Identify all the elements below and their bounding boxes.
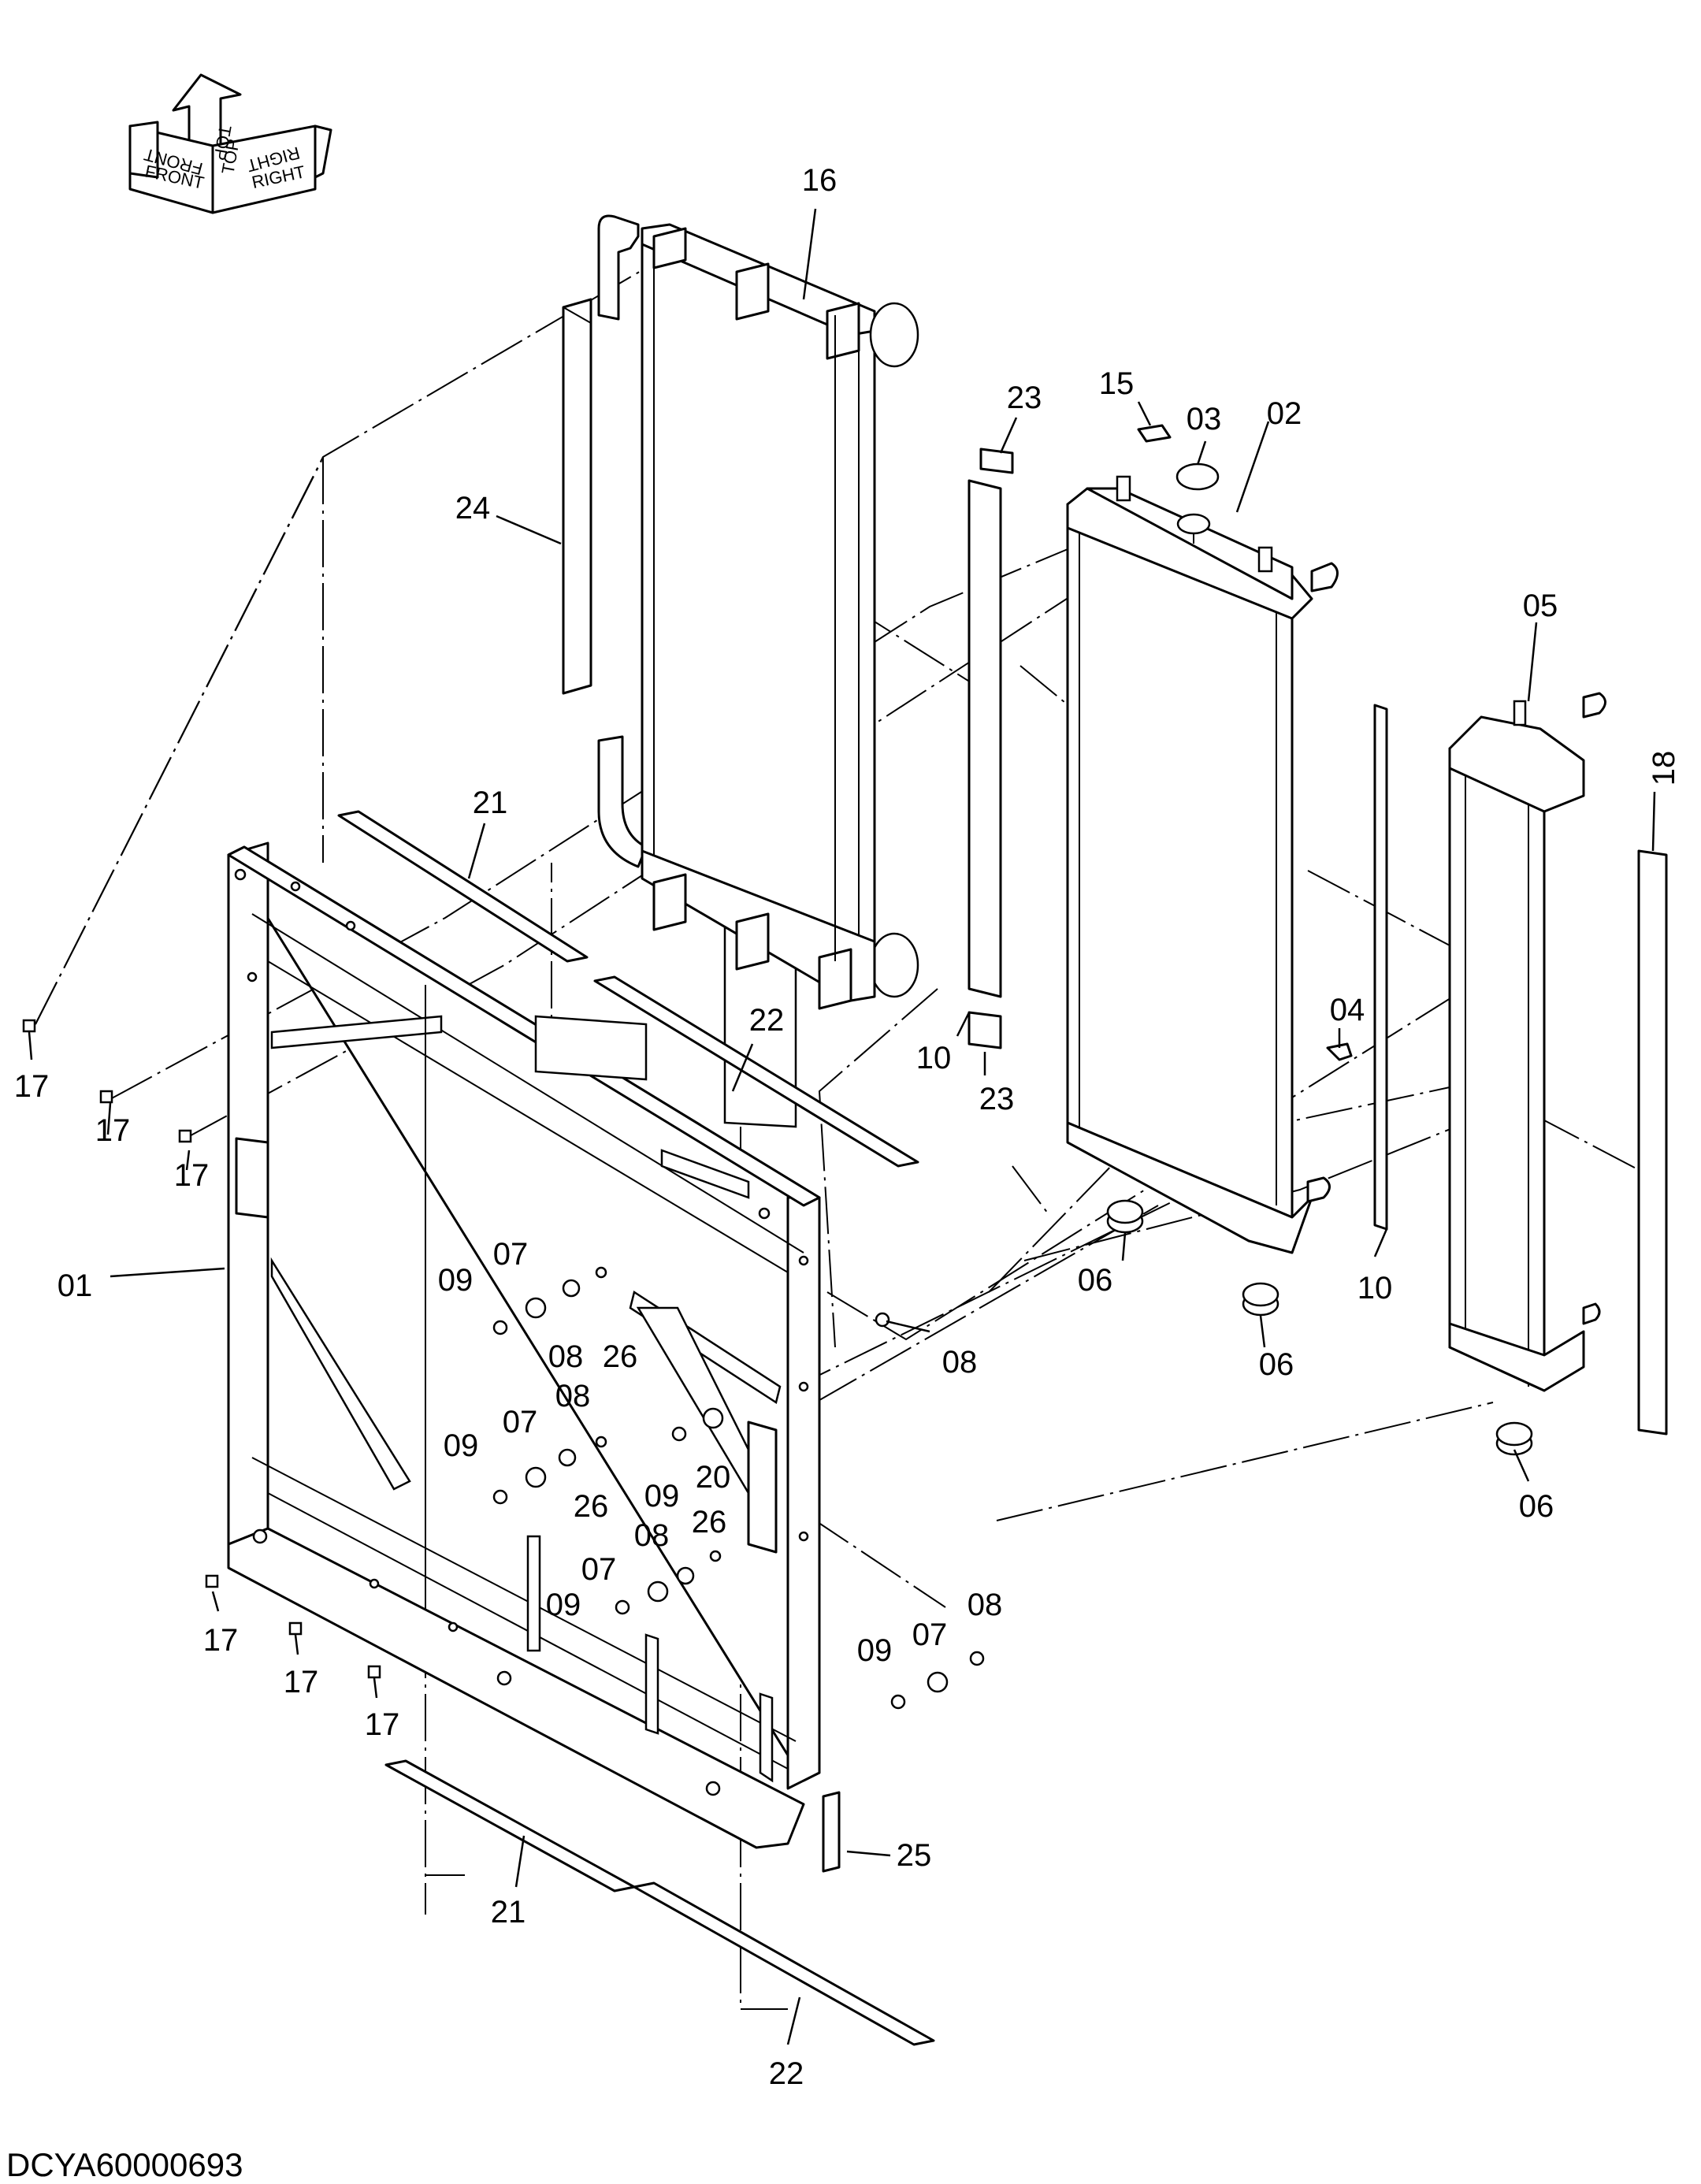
- hardware-bushings-bolts: [492, 1266, 985, 1710]
- label-06-a: 06: [1078, 1263, 1113, 1298]
- label-03: 03: [1187, 402, 1222, 436]
- label-09-d: 09: [546, 1588, 581, 1622]
- pad-23-bottom: [967, 1011, 1002, 1049]
- label-06-b: 06: [1259, 1347, 1294, 1382]
- oil-cooler-16: [597, 214, 919, 1010]
- seal-18: [1637, 849, 1668, 1436]
- label-23-bottom: 23: [979, 1082, 1015, 1116]
- label-04: 04: [1330, 993, 1365, 1027]
- label-20: 20: [696, 1460, 731, 1495]
- pad-23-top: [979, 448, 1014, 474]
- part-labels: 16 24 23 15 03 02 05 18 21 22 10 23 04 0…: [6, 163, 1681, 2183]
- seal-10-right: [1373, 704, 1388, 1231]
- label-01: 01: [58, 1268, 93, 1303]
- label-06-c: 06: [1519, 1489, 1554, 1524]
- label-18: 18: [1647, 751, 1681, 786]
- label-15-num: 15: [1099, 366, 1135, 401]
- bolts-17: [22, 1019, 381, 1679]
- label-10-right: 10: [1357, 1271, 1393, 1306]
- label-21-bottom: 21: [491, 1895, 526, 1930]
- leader-lines: [28, 208, 1656, 2045]
- label-21-top: 21: [473, 786, 508, 820]
- seal-22-bottom: [633, 1881, 935, 2046]
- seal-22-top: [593, 975, 919, 1168]
- label-07-d: 07: [912, 1618, 948, 1652]
- label-26-b: 26: [574, 1489, 609, 1524]
- label-08-a: 08: [548, 1339, 584, 1374]
- orientation-arrows-icon: FRONT TOP RIGHT FRONT TOP RIGHT: [128, 73, 332, 214]
- seal-25: [822, 1791, 841, 1873]
- frame-assembly: [227, 841, 821, 1849]
- label-08-e: 08: [967, 1588, 1003, 1622]
- label-24: 24: [455, 491, 491, 526]
- label-08-d: 08: [634, 1518, 670, 1553]
- label-16: 16: [802, 163, 838, 198]
- label-23-top: 23: [1007, 381, 1042, 415]
- label-09-b: 09: [444, 1428, 479, 1463]
- seal-10-left: [967, 479, 1002, 998]
- label-17-f: 17: [365, 1707, 400, 1742]
- label-22-bottom: 22: [769, 2056, 804, 2091]
- radiator-02: [1066, 475, 1339, 1254]
- label-07-b: 07: [503, 1405, 538, 1439]
- label-09-c: 09: [644, 1479, 680, 1514]
- label-17-c: 17: [174, 1158, 210, 1193]
- label-09-a: 09: [438, 1263, 474, 1298]
- intercooler-05: [1448, 692, 1606, 1392]
- label-26-a: 26: [603, 1339, 638, 1374]
- label-05: 05: [1523, 589, 1558, 623]
- cap-03: [1175, 462, 1220, 491]
- drain-cock-04: [1326, 1042, 1353, 1061]
- drawing-id: DCYA60000693: [6, 2146, 243, 2183]
- label-08-c: 08: [555, 1379, 591, 1413]
- mounts-06: [1106, 1199, 1533, 1456]
- label-08-b: 08: [942, 1345, 978, 1380]
- label-09-e: 09: [857, 1633, 893, 1668]
- label-15: [1137, 424, 1172, 443]
- label-17-b: 17: [95, 1113, 131, 1148]
- label-10-left: 10: [916, 1041, 952, 1075]
- seal-24: [562, 298, 592, 695]
- label-17-e: 17: [284, 1665, 319, 1699]
- label-25: 25: [897, 1838, 932, 1873]
- label-26-c: 26: [692, 1505, 727, 1540]
- label-22-top: 22: [749, 1003, 785, 1038]
- seal-21-bottom: [384, 1759, 636, 1892]
- seal-21-top: [337, 810, 589, 963]
- label-17-d: 17: [203, 1623, 239, 1658]
- label-17-a: 17: [14, 1069, 50, 1104]
- label-07-a: 07: [493, 1237, 529, 1272]
- label-07-c: 07: [581, 1552, 617, 1587]
- label-02: 02: [1267, 396, 1302, 431]
